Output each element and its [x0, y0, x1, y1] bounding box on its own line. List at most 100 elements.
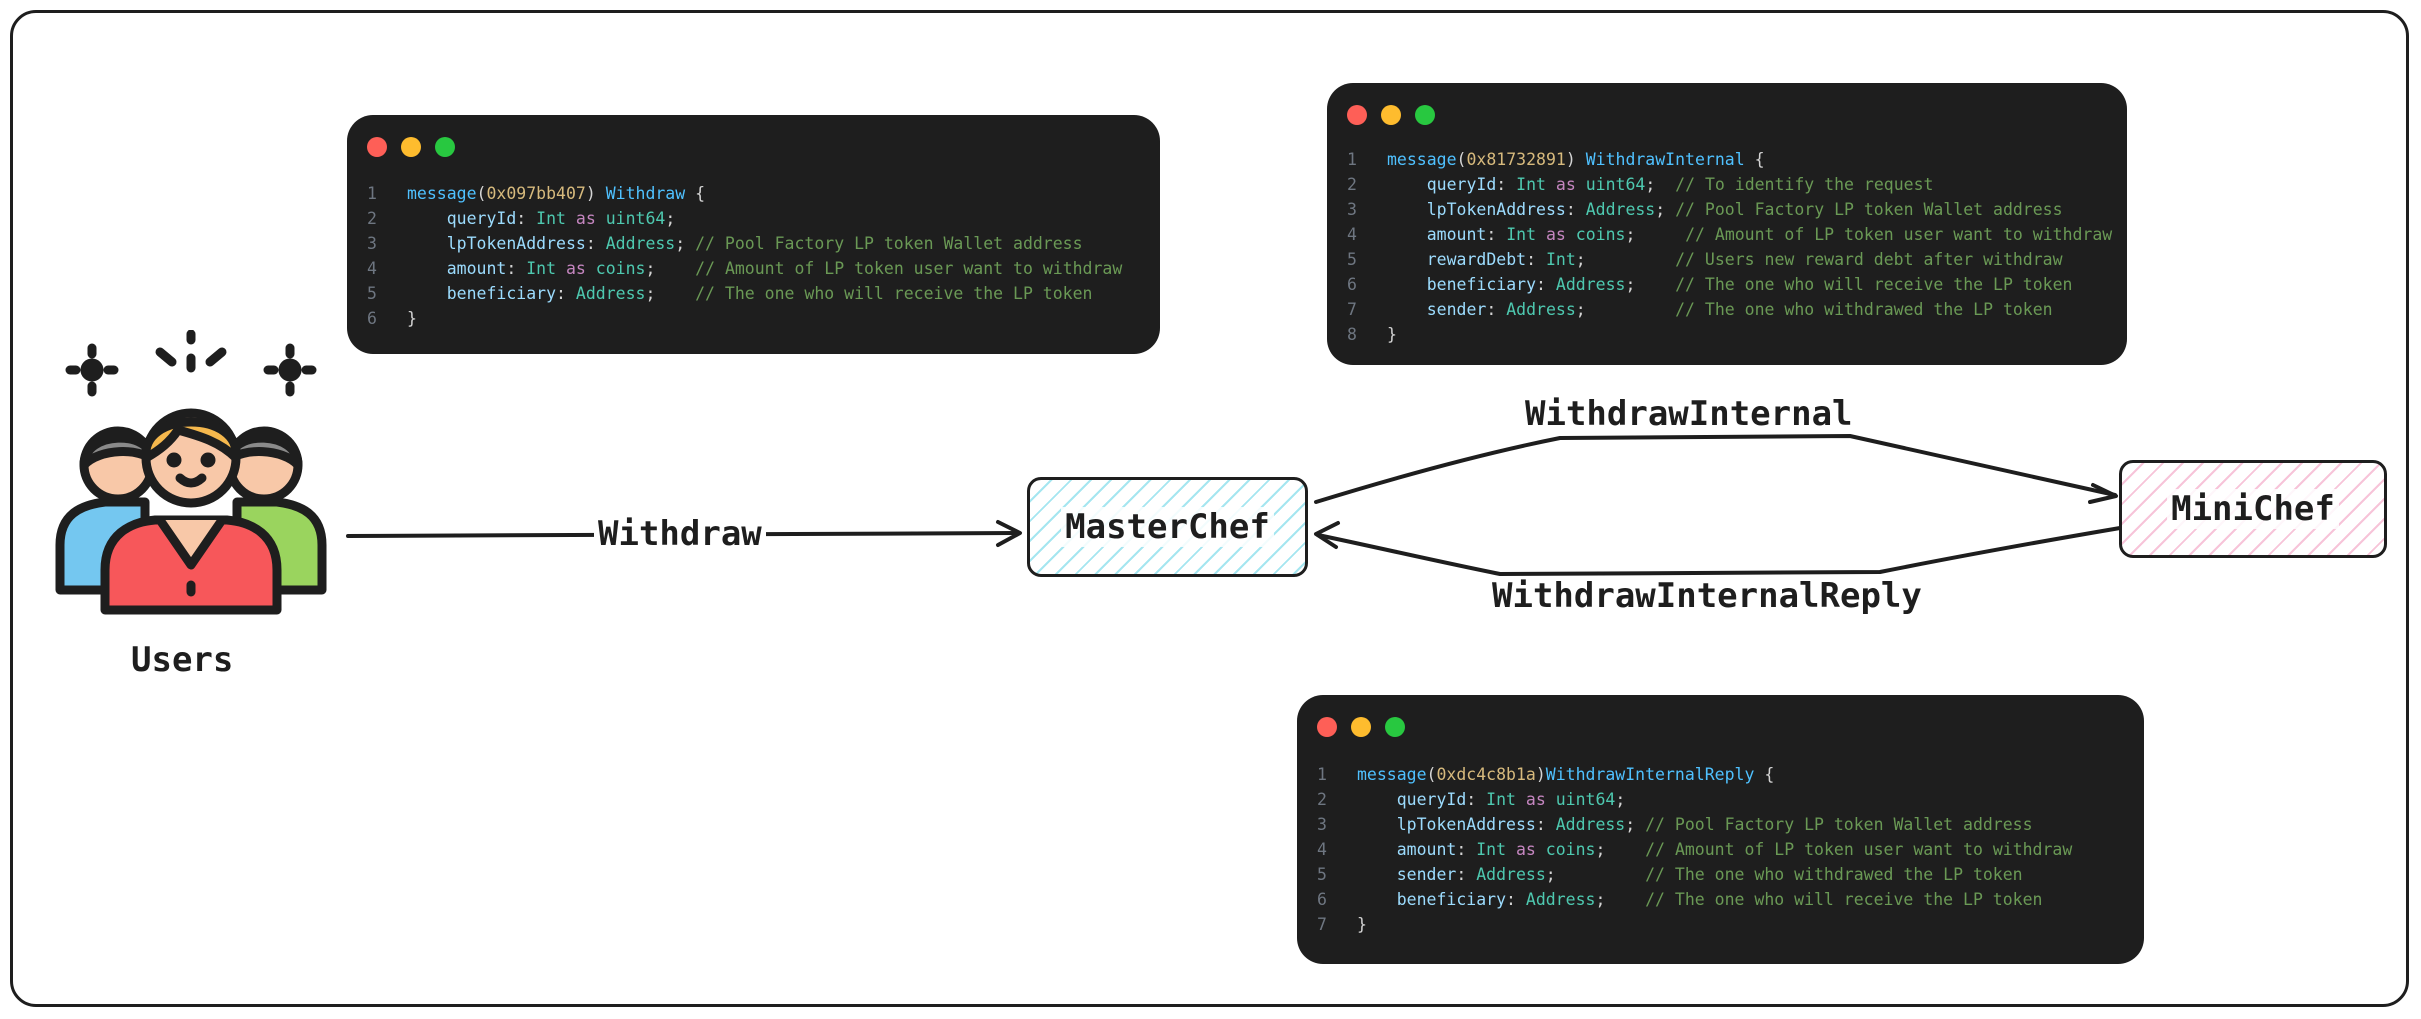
code-token: : — [585, 234, 606, 253]
code-token — [1387, 175, 1427, 194]
line-number: 2 — [1317, 790, 1327, 809]
code-token: lpTokenAddress — [1426, 200, 1566, 219]
code-line: 3 lpTokenAddress: Address; // Pool Facto… — [1347, 197, 2112, 222]
close-dot-icon — [367, 137, 387, 157]
code-token: amount — [1396, 840, 1457, 859]
code-token: Int — [536, 209, 566, 228]
code-token: Address — [1555, 275, 1626, 294]
masterchef-label: MasterChef — [1061, 507, 1274, 547]
code-token — [1506, 840, 1516, 859]
line-number: 3 — [367, 234, 377, 253]
line-number: 1 — [367, 184, 377, 203]
code-token — [1387, 300, 1427, 319]
code-line: 7} — [1317, 912, 2072, 937]
code-token — [1387, 225, 1427, 244]
code-token: : — [1486, 225, 1507, 244]
code-line: 5 sender: Address; // The one who withdr… — [1317, 862, 2072, 887]
code-token: queryId — [1426, 175, 1497, 194]
sparkle-right-icon — [263, 343, 317, 397]
code-token: ( — [1426, 765, 1437, 784]
code-token: : — [1536, 275, 1556, 294]
line-number: 4 — [1347, 225, 1357, 244]
line-number: 1 — [1317, 765, 1327, 784]
code-token: WithdrawInternal — [1585, 150, 1745, 169]
close-dot-icon — [1347, 105, 1367, 125]
code-token: Address — [575, 284, 646, 303]
code-token: { — [1754, 765, 1775, 784]
code-token: : — [516, 209, 537, 228]
line-number: 4 — [1317, 840, 1327, 859]
code-token: beneficiary — [446, 284, 557, 303]
close-dot-icon — [1317, 717, 1337, 737]
code-token: // The one who withdrawed the LP token — [1675, 300, 2053, 319]
minichef-node: MiniChef — [2119, 460, 2387, 558]
code-token: coins — [595, 259, 646, 278]
code-token: ; — [1575, 250, 1676, 269]
code-token — [596, 209, 606, 228]
code-token: coins — [1545, 840, 1596, 859]
code-token: ; — [1595, 890, 1646, 909]
code-token: message — [407, 184, 477, 203]
code-token: ( — [476, 184, 487, 203]
code-token: lpTokenAddress — [446, 234, 586, 253]
maximize-dot-icon — [1385, 717, 1405, 737]
code-token: ) — [585, 184, 606, 203]
code-token: // Amount of LP token user want to withd… — [1685, 225, 2113, 244]
code-token: Int — [1516, 175, 1546, 194]
code-token: message — [1387, 150, 1457, 169]
code-token — [407, 209, 447, 228]
code-token: ; — [1595, 840, 1646, 859]
sparkle-left-icon — [65, 343, 119, 397]
code-token: // The one who will receive the LP token — [1645, 890, 2043, 909]
code-token: : — [506, 259, 527, 278]
code-token — [1357, 790, 1397, 809]
code-token: sender — [1396, 865, 1457, 884]
line-number: 7 — [1317, 915, 1327, 934]
code-token: as — [575, 209, 596, 228]
code-token: ; — [1625, 225, 1686, 244]
line-number: 2 — [1347, 175, 1357, 194]
window-controls — [1347, 105, 1435, 125]
code-token — [407, 284, 447, 303]
line-number: 1 — [1347, 150, 1357, 169]
code-token — [556, 259, 566, 278]
code-token: ) — [1535, 765, 1546, 784]
code-line: 2 queryId: Int as uint64; — [1317, 787, 2072, 812]
code-token: : — [1506, 890, 1526, 909]
code-token: amount — [1426, 225, 1487, 244]
code-token: Int — [1506, 225, 1537, 244]
line-number: 6 — [1347, 275, 1357, 294]
masterchef-node: MasterChef — [1027, 477, 1308, 577]
code-token: ; — [645, 284, 696, 303]
code-token: : — [1456, 865, 1477, 884]
code-token — [1576, 175, 1586, 194]
line-number: 6 — [1317, 890, 1327, 909]
code-token — [1516, 790, 1526, 809]
code-token — [1536, 840, 1546, 859]
code-token: ; — [675, 234, 696, 253]
code-token: : — [556, 284, 576, 303]
code-line: 4 amount: Int as coins; // Amount of LP … — [367, 256, 1122, 281]
code-token: ; — [1625, 275, 1676, 294]
code-token: lpTokenAddress — [1396, 815, 1536, 834]
code-token: as — [1525, 790, 1546, 809]
code-token: Address — [1585, 200, 1656, 219]
code-token: ; — [1575, 300, 1676, 319]
line-number: 8 — [1347, 325, 1357, 344]
code-token: ; — [1625, 815, 1646, 834]
code-token — [1387, 250, 1427, 269]
code-token: coins — [1575, 225, 1626, 244]
line-number: 7 — [1347, 300, 1357, 319]
code-line: 6 beneficiary: Address; // The one who w… — [1317, 887, 2072, 912]
code-token: as — [1555, 175, 1576, 194]
code-token: uint64 — [605, 209, 666, 228]
code-token — [1387, 200, 1427, 219]
maximize-dot-icon — [1415, 105, 1435, 125]
code-line: 3 lpTokenAddress: Address; // Pool Facto… — [1317, 812, 2072, 837]
edge-label-withdraw: Withdraw — [594, 514, 766, 554]
code-token: { — [685, 184, 706, 203]
